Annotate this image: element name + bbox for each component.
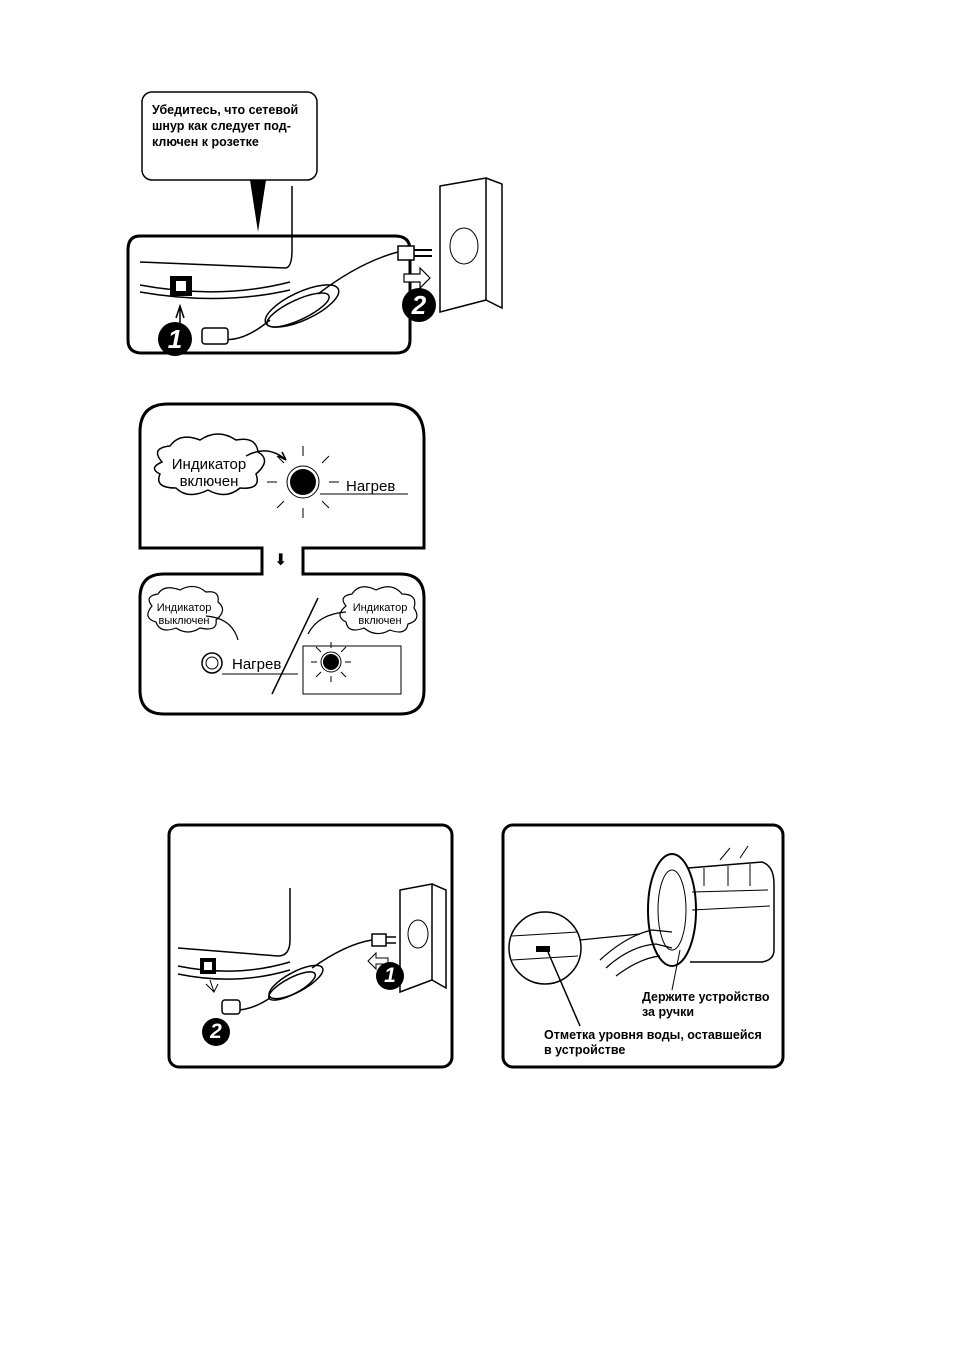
caption-hold-handles: Держите устройство за ручки bbox=[642, 990, 782, 1020]
figure-water-level-drawing bbox=[0, 0, 954, 1080]
caption-water-level: Отметка уровня воды, оставшейся в устрой… bbox=[544, 1028, 780, 1058]
